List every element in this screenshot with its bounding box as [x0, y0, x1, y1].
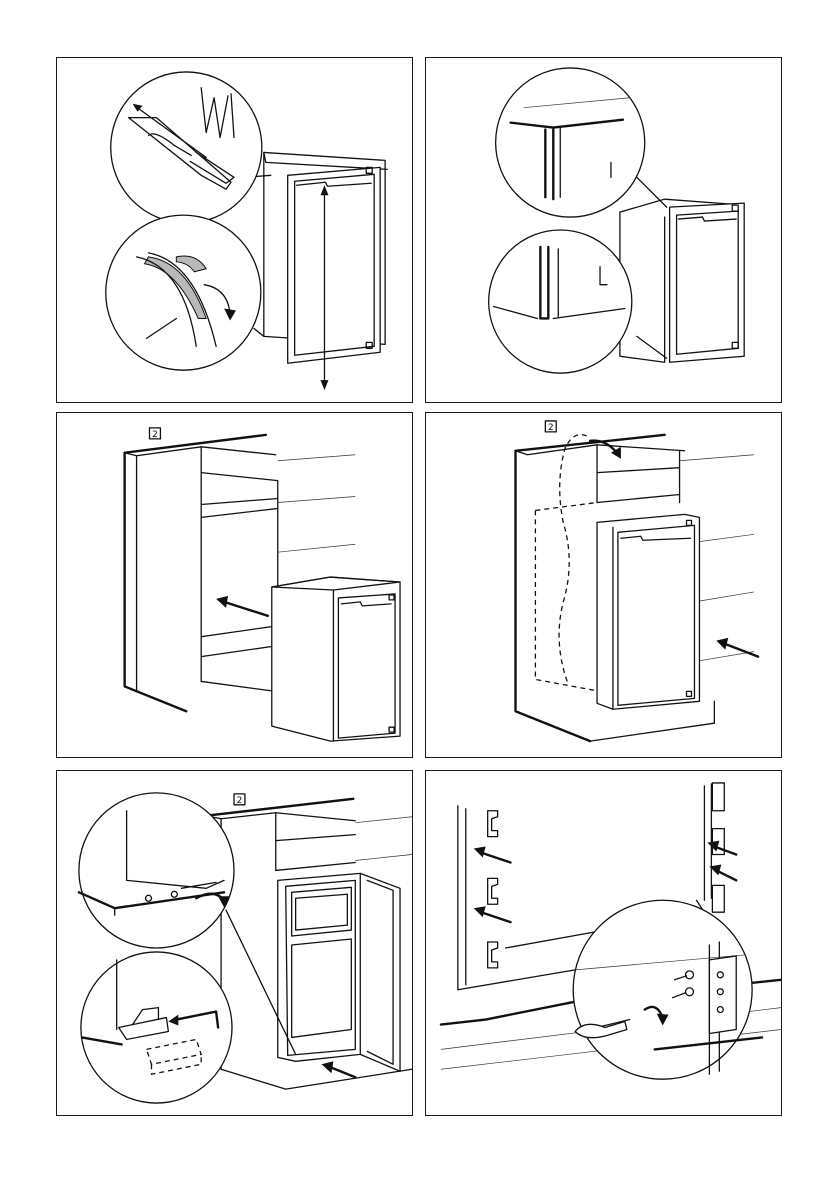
detail-circle-door-seal: [106, 215, 264, 370]
insert-appliance-illustration: 2: [57, 413, 412, 757]
panel-side-trim: [425, 57, 782, 403]
panel-insert-appliance: 2: [56, 412, 413, 758]
panel-cable-route: 2: [425, 412, 782, 758]
hinge-bracket-right-1: [712, 783, 724, 811]
hinge-bracket-left-1: [488, 811, 498, 837]
hinge-bracket-left-3: [488, 942, 498, 968]
open-door: [360, 873, 400, 1071]
hinge-bracket-left-2: [488, 878, 498, 904]
panel-measure-seal: [56, 57, 413, 403]
door-panel-right: [704, 784, 711, 900]
fridge-appliance: [278, 873, 361, 1061]
step-icon-label: 2: [152, 430, 158, 440]
step-icon-label: 2: [237, 796, 243, 806]
dashed-niche-outline: [535, 502, 600, 691]
hinge-bracket-right-3: [712, 885, 724, 912]
bottom-arrow: [321, 1061, 355, 1077]
detail-circle-folding-rule: [111, 72, 271, 223]
cable-route-illustration: 2: [426, 413, 781, 757]
detail-circle-top-trim: [496, 68, 667, 217]
detail-circle-hinge-screws: [506, 900, 763, 1079]
measure-seal-illustration: [57, 58, 412, 402]
step-icon: 2: [234, 794, 245, 806]
fix-screws-illustration: 2: [57, 771, 412, 1115]
detail-circle-bottom-trim: [489, 230, 667, 373]
hinge-plates-illustration: [426, 771, 781, 1115]
side-trim-illustration: [426, 58, 781, 402]
insert-arrow: [216, 596, 268, 616]
fridge-appliance: [597, 514, 699, 709]
step-icon: 2: [545, 421, 556, 433]
fridge-appliance: [272, 577, 400, 741]
push-arrows-left: [474, 847, 511, 923]
step-icon-label: 2: [548, 423, 554, 433]
push-arrow: [716, 638, 758, 657]
cable-dashed: [559, 435, 590, 682]
detail-circle-bottom-bracket: [81, 952, 232, 1103]
panel-fix-screws: 2: [56, 770, 413, 1116]
step-icon: 2: [149, 428, 160, 440]
panel-hinge-plates: [425, 770, 782, 1116]
